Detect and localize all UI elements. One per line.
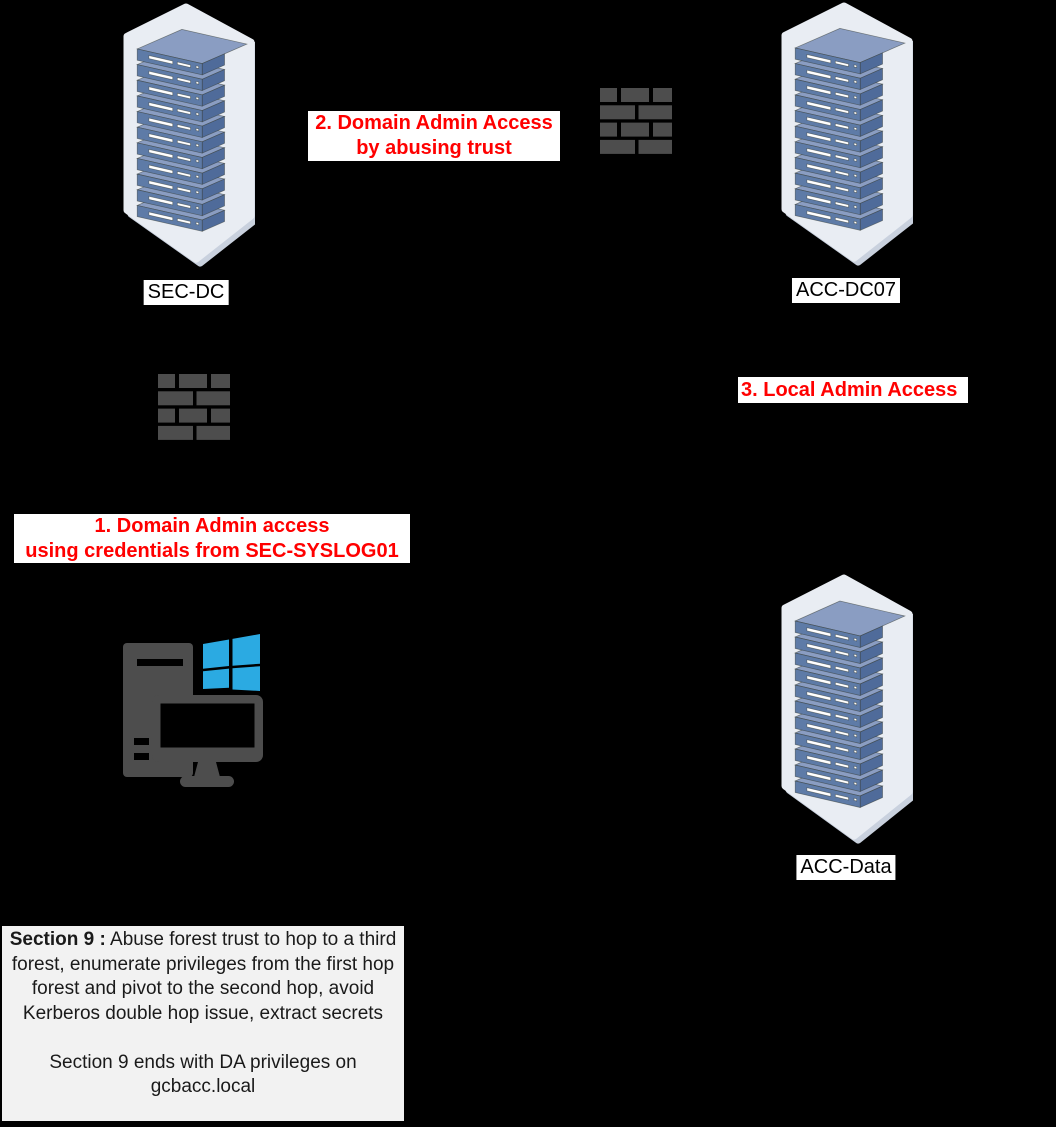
server-icon-acc-data (781, 574, 913, 844)
step1-line2: using credentials from SEC-SYSLOG01 (25, 539, 399, 562)
step3-line1: 3. Local Admin Access (741, 379, 958, 401)
node-label-sec-dc: SEC-DC (143, 280, 229, 305)
windows-logo-icon (203, 634, 260, 691)
note-body: Abuse forest trust to hop to a third for… (11, 929, 397, 1024)
note-heading: Section 9 : (9, 929, 106, 950)
server-icon-acc-dc07 (781, 2, 913, 266)
node-label-acc-data: ACC-Data (796, 855, 896, 880)
step2-line2: by abusing trust (356, 137, 512, 159)
node-label-acc-dc07: ACC-DC07 (791, 278, 901, 303)
step-label-3: 3. Local Admin Access (738, 377, 968, 403)
section-note: Section 9 : Abuse forest trust to hop to… (0, 924, 406, 1123)
firewall-icon-top (600, 88, 672, 154)
monitor (152, 695, 263, 787)
server-icon-sec-dc (123, 3, 255, 267)
step-label-2: 2. Domain Admin Access by abusing trust (308, 111, 560, 161)
step2-line1: 2. Domain Admin Access (315, 112, 553, 134)
note-paragraph: Section 9 : Abuse forest trust to hop to… (6, 928, 400, 1026)
firewall-icon-left (158, 374, 230, 440)
note-spacer (6, 1026, 400, 1051)
step1-line1: 1. Domain Admin access (94, 515, 330, 537)
workstation-icon (123, 634, 263, 787)
step-label-1: 1. Domain Admin access using credentials… (14, 514, 410, 563)
note-footer: Section 9 ends with DA privileges on gcb… (49, 1051, 357, 1098)
